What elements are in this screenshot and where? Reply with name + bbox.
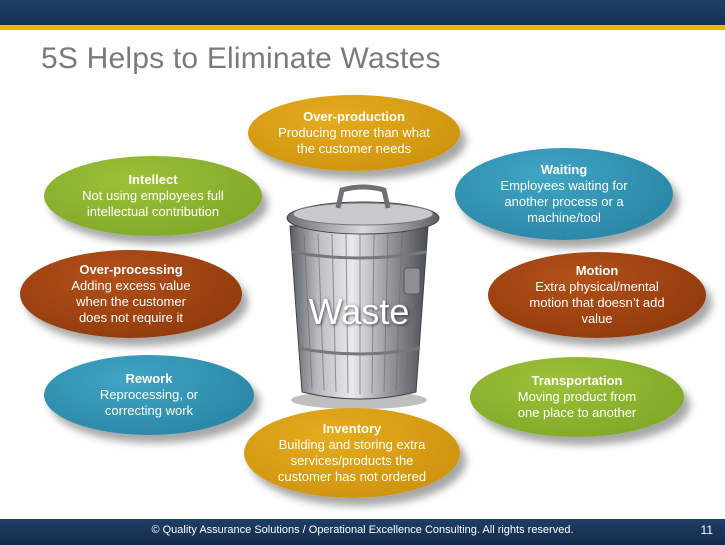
- waste-over-production: Over-production Producing more than what…: [248, 95, 460, 171]
- waste-line: customer has not ordered: [277, 469, 427, 484]
- waste-over-processing: Over-processing Adding excess value when…: [20, 250, 242, 338]
- waste-heading: Rework: [125, 371, 173, 386]
- waste-line: Moving product from: [517, 389, 637, 404]
- waste-rework: Rework Reprocessing, or correcting work: [44, 355, 254, 435]
- waste-heading: Transportation: [531, 373, 623, 388]
- accent-stripe: [0, 25, 725, 30]
- trash-can-icon: [286, 184, 440, 409]
- footer-bar: [0, 519, 725, 545]
- waste-line: value: [581, 311, 613, 326]
- waste-label: Waste: [308, 291, 410, 332]
- waste-line: the customer needs: [296, 141, 412, 156]
- waste-heading: Over-processing: [79, 262, 183, 277]
- page-number: 11: [700, 523, 713, 537]
- waste-line: motion that doesn’t add: [529, 295, 665, 310]
- waste-line: services/products the: [290, 453, 414, 468]
- waste-waiting: Waiting Employees waiting for another pr…: [455, 148, 673, 240]
- waste-line: Reprocessing, or: [99, 387, 199, 402]
- waste-line: Building and storing extra: [278, 437, 426, 452]
- waste-line: Not using employees full: [82, 188, 224, 203]
- waste-line: machine/tool: [527, 210, 601, 225]
- waste-line: does not require it: [78, 310, 184, 325]
- waste-line: when the customer: [76, 294, 186, 309]
- waste-line: Extra physical/mental: [535, 279, 659, 294]
- waste-line: Producing more than what: [278, 125, 430, 140]
- header-bar: [0, 0, 725, 25]
- waste-heading: Motion: [575, 263, 619, 278]
- waste-intellect: Intellect Not using employees full intel…: [44, 156, 262, 236]
- waste-heading: Waiting: [540, 162, 588, 177]
- waste-transportation: Transportation Moving product from one p…: [470, 357, 684, 437]
- waste-line: another process or a: [504, 194, 624, 209]
- waste-motion: Motion Extra physical/mental motion that…: [488, 252, 706, 338]
- waste-heading: Intellect: [128, 172, 178, 187]
- waste-line: Employees waiting for: [500, 178, 628, 193]
- waste-inventory: Inventory Building and storing extra ser…: [244, 408, 460, 498]
- waste-line: one place to another: [517, 405, 637, 420]
- waste-heading: Over-production: [303, 109, 405, 124]
- footer-copyright: © Quality Assurance Solutions / Operatio…: [151, 524, 574, 536]
- waste-line: Adding excess value: [71, 278, 191, 293]
- waste-heading: Inventory: [322, 421, 382, 436]
- waste-line: intellectual contribution: [86, 204, 220, 219]
- waste-line: correcting work: [104, 403, 194, 418]
- slide-title: 5S Helps to Eliminate Wastes: [41, 42, 441, 75]
